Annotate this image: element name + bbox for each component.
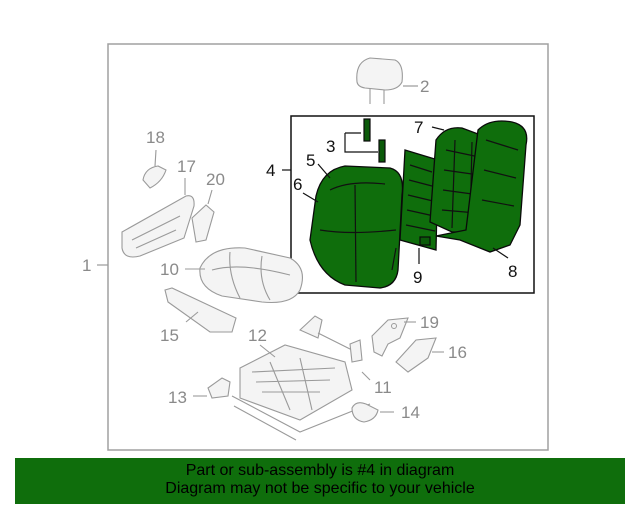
seatback-cover-part[interactable]: [309, 165, 404, 289]
callout-14: 14: [401, 403, 420, 422]
callout-19: 19: [420, 313, 439, 332]
lift-bracket-part[interactable]: [371, 317, 409, 357]
sub-assembly-box: [290, 115, 535, 294]
track-bracket-part[interactable]: [207, 377, 231, 399]
banner-line-part: Part or sub-assembly is #4 in diagram: [185, 462, 455, 479]
cushion-side-trim-part[interactable]: [164, 287, 237, 333]
seatback-pins-part[interactable]: [363, 118, 386, 163]
headrest-part[interactable]: [356, 57, 403, 104]
callout-10: 10: [160, 260, 179, 279]
callout-18: 18: [146, 128, 165, 147]
callout-13: 13: [168, 388, 187, 407]
callout-7: 7: [414, 118, 423, 137]
callout-12: 12: [248, 326, 267, 345]
callout-16: 16: [448, 343, 467, 362]
recliner-knob-part[interactable]: [142, 165, 167, 189]
callout-8: 8: [508, 262, 517, 281]
seatback-rear-panel-part[interactable]: [435, 120, 528, 253]
seat-cushion-part[interactable]: [199, 247, 303, 304]
callout-17: 17: [177, 157, 196, 176]
callout-6: 6: [293, 175, 302, 194]
track-shield-part[interactable]: [395, 337, 437, 373]
callout-11: 11: [374, 378, 392, 397]
callout-5: 5: [306, 151, 315, 170]
callout-15: 15: [160, 326, 179, 345]
callout-2: 2: [420, 77, 429, 96]
callout-3: 3: [326, 137, 335, 156]
banner-line-disclaimer: Diagram may not be specific to your vehi…: [165, 480, 475, 497]
side-shield-part[interactable]: [121, 195, 195, 258]
cover-bracket-part[interactable]: [191, 204, 215, 243]
seatback-pad-part[interactable]: [391, 149, 439, 271]
diagram-frame: [107, 43, 549, 451]
track-cover-cap-part[interactable]: [351, 402, 379, 423]
seat-track-part[interactable]: [231, 315, 371, 441]
callout-9: 9: [413, 268, 422, 287]
seat-parts-diagram: 1 2 4 3 5 6 9 7: [82, 43, 549, 451]
part-info-banner: Part or sub-assembly is #4 in diagram Di…: [15, 458, 625, 504]
callout-20: 20: [206, 170, 225, 189]
callout-1: 1: [82, 256, 91, 275]
callout-4: 4: [266, 161, 275, 180]
